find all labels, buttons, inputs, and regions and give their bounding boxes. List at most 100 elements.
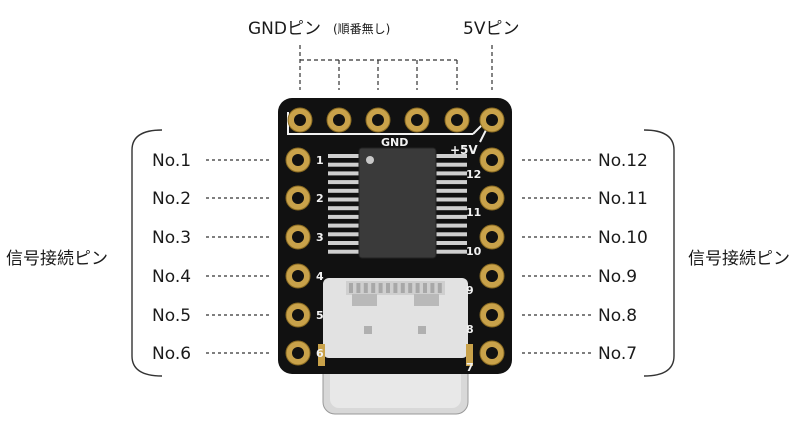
right-signal-pad-hole: [486, 347, 498, 359]
chip-leg-left: [328, 241, 359, 245]
gnd-pad-hole: [451, 114, 463, 126]
usb-c-hole-left: [364, 326, 372, 334]
chip-leg-right: [436, 162, 467, 167]
usb-c-contact: [386, 283, 390, 293]
silk-left-number: 2: [316, 192, 324, 205]
right-pin-label: No.10: [598, 228, 648, 248]
pin-pads: [285, 107, 505, 366]
chip-leg-right: [436, 214, 467, 219]
usb-c-contact: [349, 283, 353, 293]
right-signal-pad-hole: [486, 192, 498, 204]
gnd-silk-text: GND: [381, 136, 408, 149]
chip-pin1-dot: [366, 156, 374, 164]
left-pin-label: No.2: [152, 189, 191, 209]
right-brace: [643, 129, 675, 377]
usb-c-contact: [400, 283, 405, 293]
gnd-pad-hole: [372, 114, 384, 126]
right-pin-label: No.9: [598, 267, 637, 287]
chip-leg-right: [436, 171, 467, 176]
left-pin-label: No.3: [152, 228, 191, 248]
chip: [358, 147, 437, 259]
chip-leg-right: [436, 197, 467, 202]
silk-left-number: 1: [316, 154, 324, 167]
chip-leg-right: [436, 206, 467, 211]
left-signal-pad-hole: [292, 231, 304, 243]
5v-pad-hole: [486, 114, 498, 126]
chip-leg-left: [328, 214, 359, 219]
chip-leg-left: [328, 197, 359, 202]
usb-c-contact: [363, 283, 368, 293]
left-signal-pad-hole: [292, 347, 304, 359]
chip-leg-left: [328, 162, 359, 167]
gnd-bracket: [299, 45, 458, 90]
chip-leg-right: [436, 188, 467, 193]
silk-left-number: 5: [316, 309, 324, 322]
usb-c-contact: [356, 283, 361, 293]
chip-leg-right: [436, 180, 467, 185]
usb-c-latch-right: [414, 294, 439, 306]
silk-right-number: 8: [466, 323, 474, 336]
usb-c-contact: [430, 283, 435, 293]
usb-c-tab-right: [466, 344, 473, 366]
left-signal-pad-hole: [292, 270, 304, 282]
chip-leg-right: [436, 154, 467, 158]
chip-leg-left: [328, 171, 359, 176]
silk-right-number: 11: [466, 206, 481, 219]
usb-c-tab-left: [318, 344, 325, 366]
usb-c-contact: [378, 283, 383, 293]
usb-c-contacts: [349, 283, 442, 293]
gnd-pad-hole: [411, 114, 423, 126]
chip-leg-left: [328, 223, 359, 228]
chip-legs: [328, 154, 467, 254]
chip-leg-left: [328, 206, 359, 211]
gnd-pad-hole: [294, 114, 306, 126]
left-pin-label: No.5: [152, 306, 191, 326]
signal-pins-label-right: 信号接続ピン: [688, 249, 790, 269]
chip-leg-right: [436, 223, 467, 228]
right-pin-label: No.12: [598, 151, 648, 171]
chip-leg-left: [328, 249, 359, 254]
left-pin-label: No.6: [152, 344, 191, 364]
silk-left-number: 3: [316, 231, 324, 244]
left-signal-pad-hole: [292, 192, 304, 204]
chip-leg-left: [328, 232, 359, 237]
usb-c-latch-left: [352, 294, 377, 306]
left-signal-pad-hole: [292, 154, 304, 166]
5v-pins-label: 5Vピン: [463, 19, 519, 39]
signal-pins-label-left: 信号接続ピン: [6, 249, 108, 269]
left-pin-label: No.1: [152, 151, 191, 171]
left-signal-pad-hole: [292, 309, 304, 321]
chip-leg-right: [436, 249, 467, 254]
left-pin-labels: No.1No.2No.3No.4No.5No.6: [152, 151, 272, 364]
silk-right-number: 10: [466, 245, 482, 258]
silk-left-number: 6: [316, 347, 324, 360]
silk-right-number: 9: [466, 284, 474, 297]
chip-leg-right: [436, 241, 467, 245]
silk-right-number: 12: [466, 168, 481, 181]
usb-c-contact: [408, 283, 413, 293]
silk-left-number: 4: [316, 270, 324, 283]
silk-right-number: 7: [466, 361, 474, 374]
usb-c-hole-right: [418, 326, 426, 334]
chip-leg-right: [436, 232, 467, 237]
right-pin-label: No.7: [598, 344, 637, 364]
chip-leg-left: [328, 154, 359, 158]
right-signal-pad-hole: [486, 309, 498, 321]
right-signal-pad-hole: [486, 270, 498, 282]
right-signal-pad-hole: [486, 154, 498, 166]
right-signal-pad-hole: [486, 231, 498, 243]
usb-c-contact: [423, 283, 427, 293]
gnd-order-note: (順番無し): [333, 21, 390, 36]
gnd-pad-hole: [333, 114, 345, 126]
left-pin-label: No.4: [152, 267, 191, 287]
usb-c-contact: [393, 283, 398, 293]
chip-leg-left: [328, 180, 359, 185]
right-pin-label: No.11: [598, 189, 648, 209]
chip-leg-left: [328, 188, 359, 193]
plus5v-silk-text: +5V: [450, 143, 478, 157]
usb-c-contact: [437, 283, 442, 293]
left-brace: [131, 129, 163, 377]
